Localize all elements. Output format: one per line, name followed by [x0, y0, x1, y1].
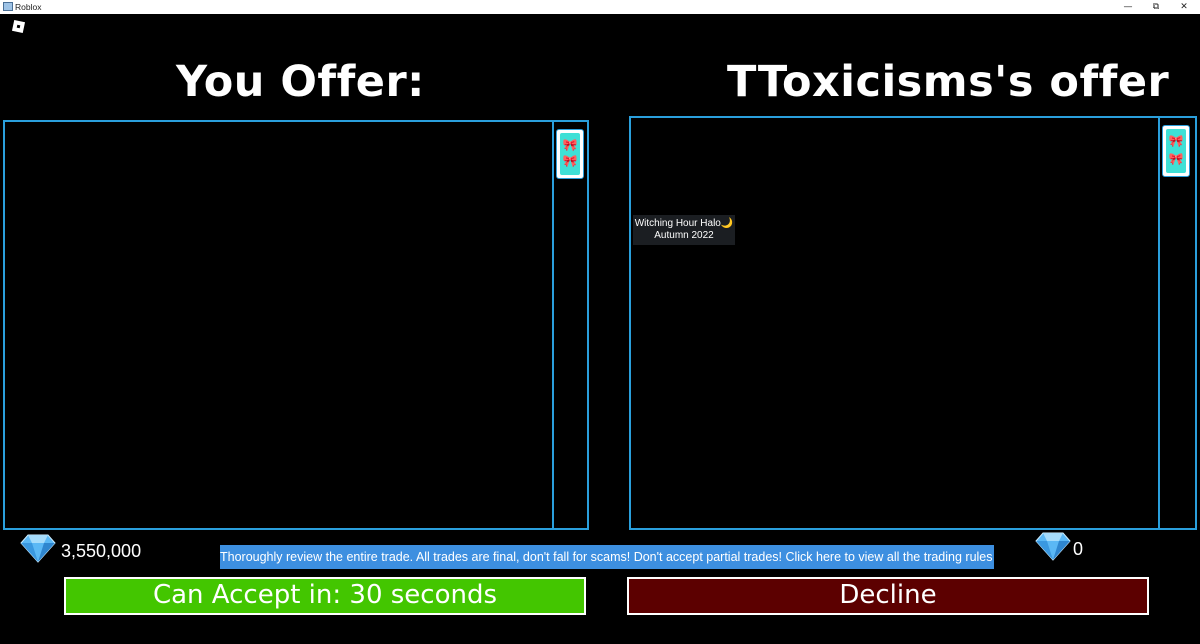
- partner-offer-sidebar: 🎀 🎀: [1158, 118, 1195, 528]
- restore-button[interactable]: ⧉: [1152, 2, 1160, 12]
- candy-bow-item-icon[interactable]: 🎀 🎀: [1162, 125, 1190, 177]
- item-name: Witching Hour Halo🌙: [634, 218, 734, 229]
- close-button[interactable]: ✕: [1180, 2, 1188, 12]
- your-gem-amount: 3,550,000: [61, 541, 142, 561]
- window-title: Roblox: [15, 2, 42, 12]
- partner-offer-panel[interactable]: 🎀 🎀: [629, 116, 1197, 530]
- window-titlebar: Roblox — ⧉ ✕: [0, 0, 1200, 14]
- roblox-menu-icon[interactable]: [11, 19, 26, 34]
- partner-offer-heading: TToxicisms's offer: [727, 57, 1170, 107]
- gem-icon: [1035, 532, 1071, 561]
- roblox-app-icon: [3, 2, 13, 11]
- item-tooltip: Witching Hour Halo🌙 Autumn 2022: [633, 215, 735, 245]
- accept-button[interactable]: Can Accept in: 30 seconds: [64, 577, 586, 615]
- your-offer-panel[interactable]: 🎀 🎀: [3, 120, 589, 530]
- candy-bow-item-icon[interactable]: 🎀 🎀: [556, 129, 584, 179]
- partner-gem-amount: 0: [1073, 539, 1084, 559]
- bow-icon: 🎀: [562, 154, 578, 168]
- item-season: Autumn 2022: [654, 230, 714, 241]
- gem-icon: [20, 534, 56, 563]
- your-offer-sidebar: 🎀 🎀: [552, 122, 587, 528]
- trading-rules-banner[interactable]: Thoroughly review the entire trade. All …: [220, 545, 994, 569]
- minimize-button[interactable]: —: [1123, 2, 1133, 12]
- decline-button[interactable]: Decline: [627, 577, 1149, 615]
- bow-icon: 🎀: [1168, 134, 1184, 148]
- your-offer-heading: You Offer:: [176, 57, 425, 107]
- bow-icon: 🎀: [562, 138, 578, 152]
- bow-icon: 🎀: [1168, 152, 1184, 166]
